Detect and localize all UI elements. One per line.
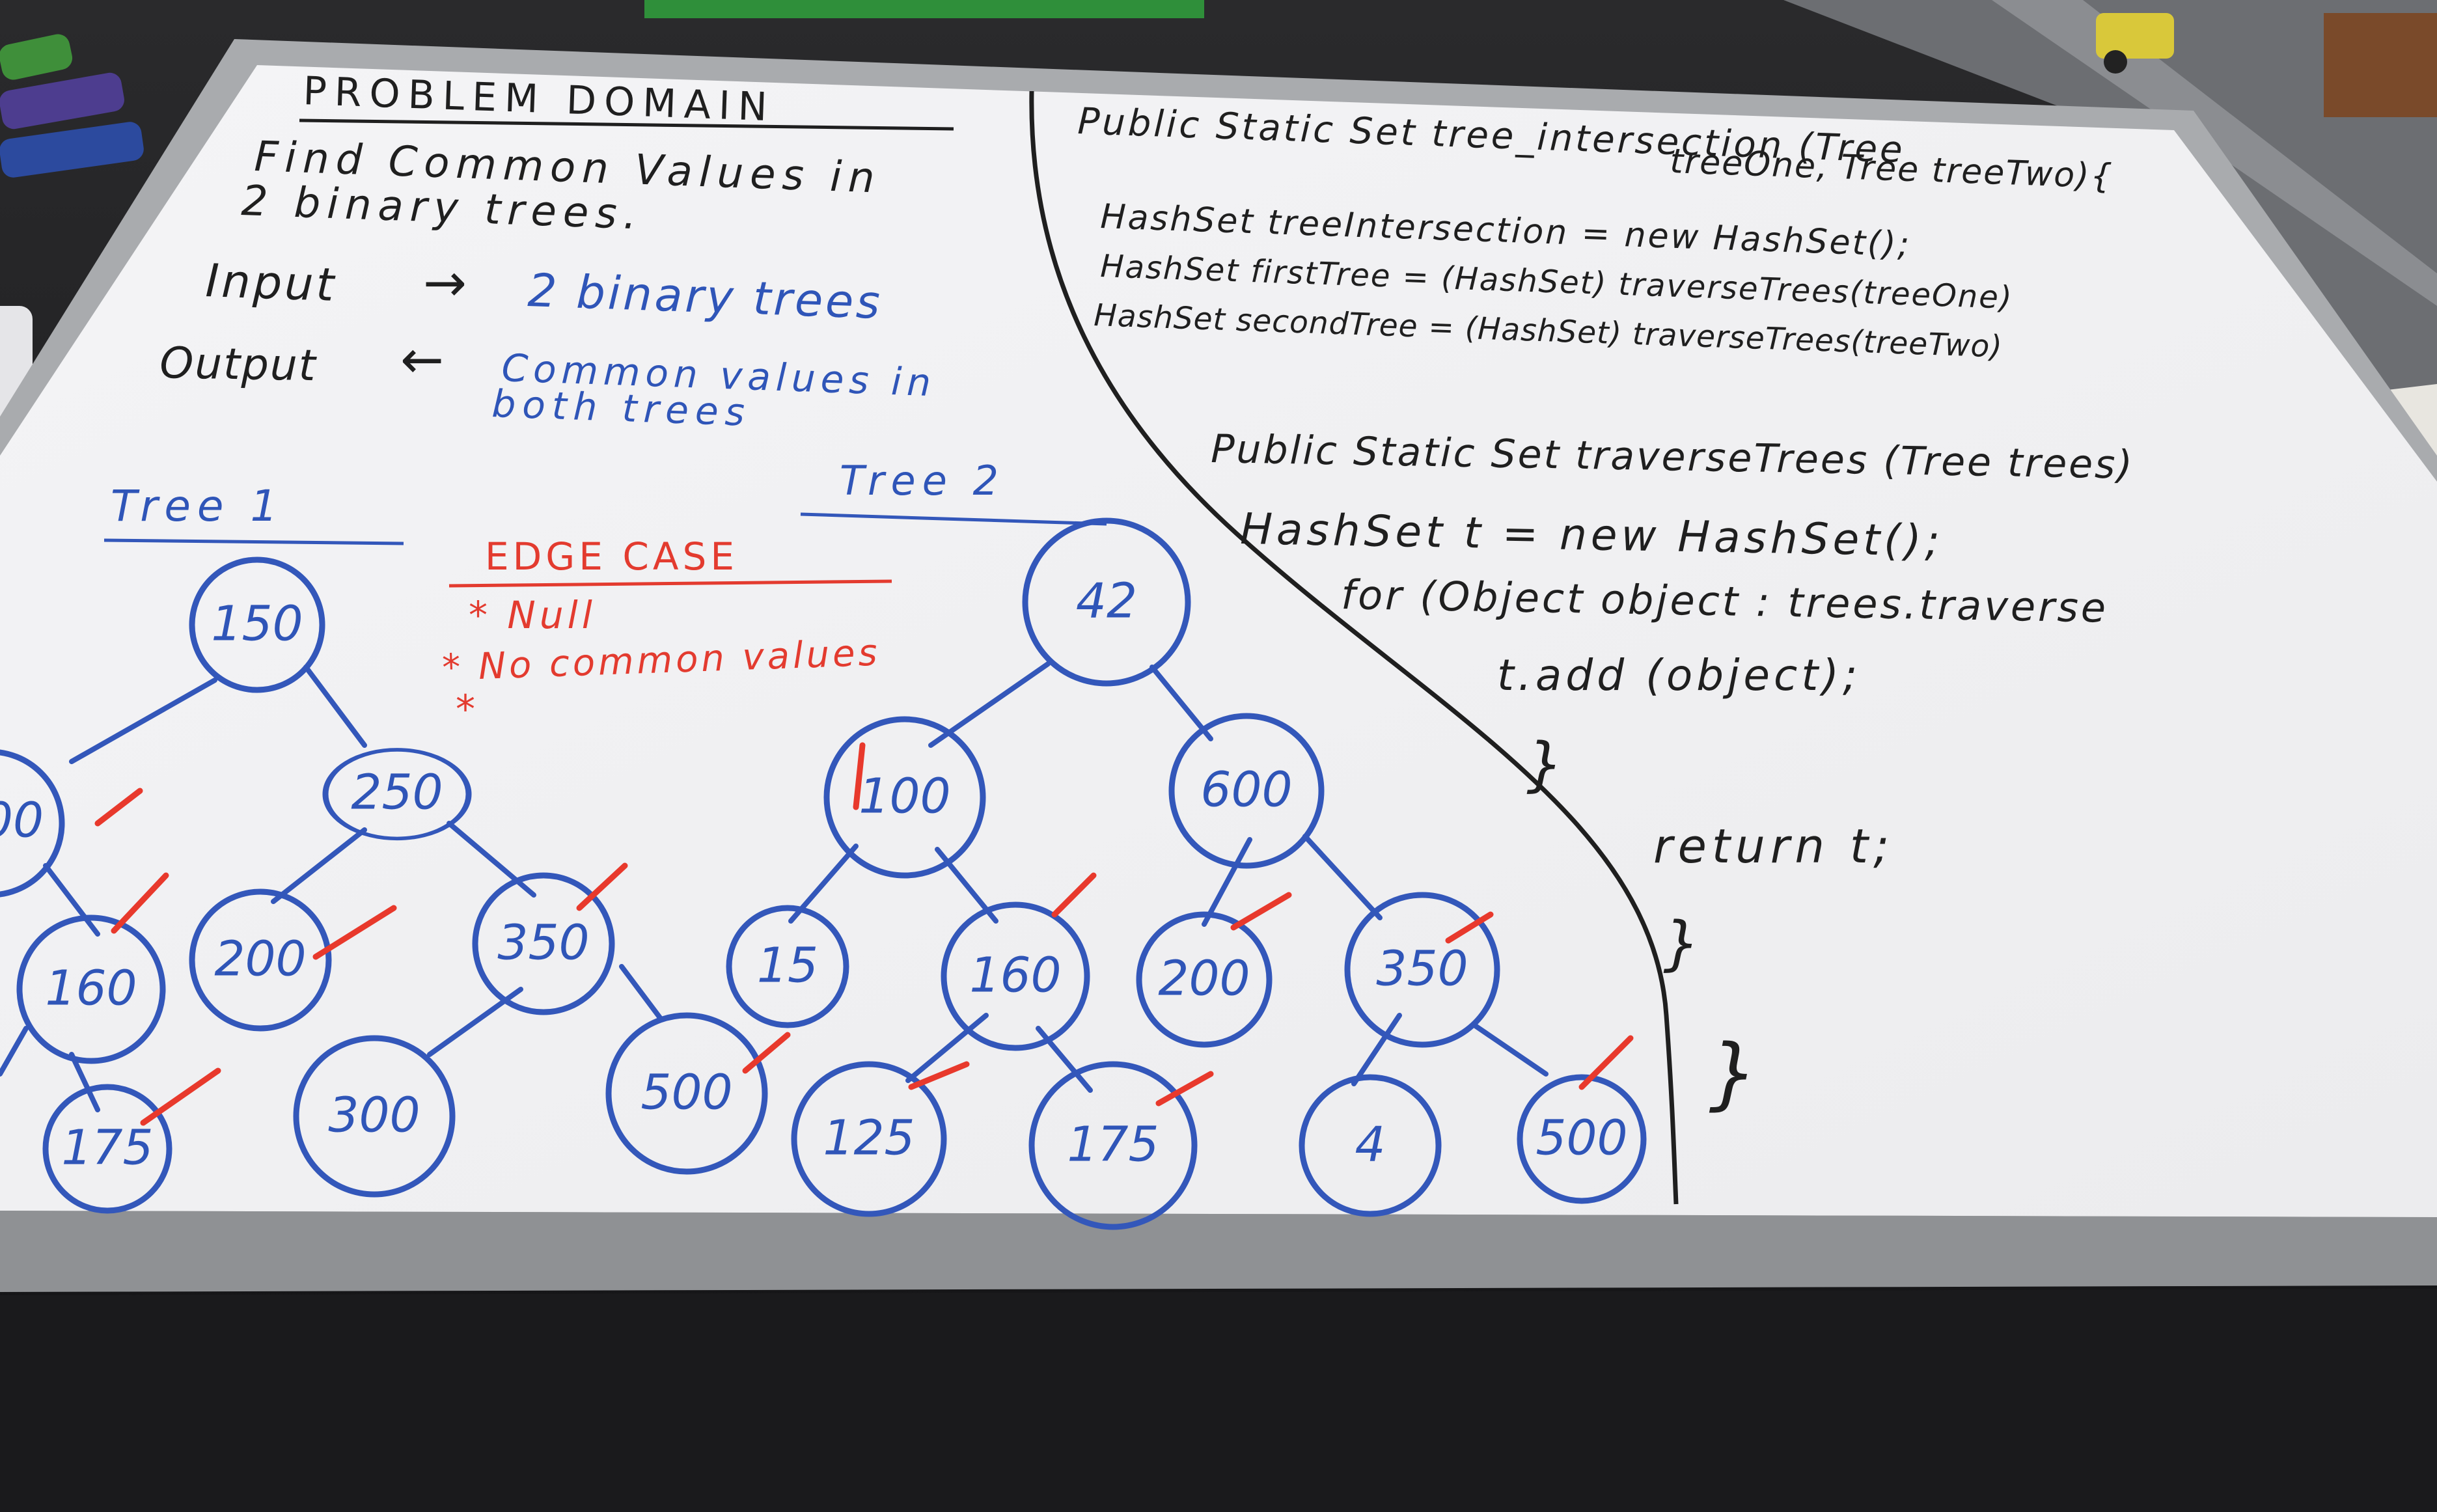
- svg-text:150: 150: [211, 596, 303, 652]
- output-label: Output: [159, 338, 318, 391]
- tree2-node-4: 4: [1299, 1074, 1442, 1217]
- code-line-12: }: [1663, 909, 1700, 978]
- output-arrow: ←: [400, 329, 444, 390]
- lego-wheel: [2104, 50, 2127, 74]
- svg-text:175: 175: [61, 1120, 153, 1176]
- code-line-9: t.add (object);: [1497, 650, 1861, 700]
- lego-car: [2096, 13, 2174, 59]
- svg-text:00: 00: [0, 793, 44, 849]
- tree2-label: Tree 2: [840, 457, 1005, 504]
- marker-purple: [0, 72, 124, 130]
- tree1-edges: [0, 665, 663, 1112]
- input-arrow: →: [423, 253, 467, 313]
- svg-text:350: 350: [497, 915, 589, 971]
- table-edge: [0, 1289, 2437, 1512]
- tree1-node-150: 150: [189, 557, 325, 693]
- code-line-10: }: [1526, 730, 1563, 799]
- svg-text:600: 600: [1200, 762, 1292, 818]
- svg-text:500: 500: [640, 1065, 732, 1121]
- edge-case-item-1: * Null: [469, 593, 596, 637]
- input-value: 2 binary trees: [527, 264, 883, 329]
- tree2-node-200: 200: [1136, 911, 1273, 1048]
- svg-text:175: 175: [1067, 1117, 1159, 1173]
- tree1-label: Tree 1: [111, 481, 284, 531]
- svg-text:15: 15: [757, 938, 818, 994]
- tree2-node-42: 42: [1022, 517, 1191, 687]
- tree2-node-350: 350: [1344, 892, 1500, 1048]
- tree2-label-underline: [800, 512, 1107, 526]
- problem-domain-section: PROBLEM DOMAIN Find Common Values in 2 b…: [159, 68, 954, 435]
- tree2-node-160: 160: [941, 901, 1090, 1051]
- marker-green: [0, 34, 73, 80]
- svg-text:160: 160: [969, 948, 1061, 1004]
- tree1-node-500: 500: [605, 1012, 768, 1175]
- tree1-node-350: 350: [472, 872, 615, 1015]
- input-label: Input: [204, 254, 337, 312]
- code-line-7: HashSet t = new HashSet();: [1240, 504, 1944, 566]
- svg-text:42: 42: [1076, 573, 1137, 629]
- code-line-13: }: [1709, 1028, 1758, 1119]
- code-line-11: return t;: [1653, 819, 1894, 873]
- tree1-node-250: 250: [322, 748, 472, 841]
- tree1-node-175: 175: [42, 1084, 172, 1214]
- tree2-node-100: 100: [823, 716, 986, 879]
- svg-text:200: 200: [1158, 951, 1250, 1007]
- tree2-node-125: 125: [791, 1061, 947, 1217]
- svg-text:100: 100: [859, 769, 950, 825]
- edge-case-heading: EDGE CASE: [485, 534, 738, 579]
- svg-text:4: 4: [1355, 1117, 1385, 1173]
- tree2-node-500: 500: [1517, 1074, 1647, 1204]
- svg-text:250: 250: [351, 765, 443, 821]
- red-check-marks: [94, 742, 1634, 1126]
- edge-case-underline: [448, 579, 892, 588]
- problem-heading-underline: [299, 118, 954, 131]
- tree2-node-600: 600: [1168, 713, 1325, 869]
- svg-text:125: 125: [823, 1110, 915, 1166]
- tree1-label-underline: [103, 538, 404, 545]
- lego-building: [2324, 13, 2437, 117]
- whiteboard-tray: [0, 1211, 2437, 1292]
- tree2-node-15: 15: [726, 905, 849, 1028]
- svg-text:300: 300: [328, 1088, 420, 1144]
- lego-plate-green: [644, 0, 1204, 18]
- tree2-node-175: 175: [1028, 1061, 1198, 1230]
- edge-case-item-3: *: [456, 687, 475, 732]
- tree1-node-00: 00: [0, 749, 65, 898]
- svg-text:500: 500: [1535, 1110, 1627, 1166]
- svg-text:200: 200: [214, 931, 306, 987]
- tree1-node-160: 160: [16, 914, 166, 1064]
- divider-line: [1029, 90, 1679, 1205]
- tree1-node-300: 300: [293, 1035, 456, 1198]
- svg-text:160: 160: [45, 961, 137, 1017]
- svg-text:350: 350: [1376, 941, 1468, 997]
- output-value-2: both trees: [491, 381, 752, 435]
- tree1-node-200: 200: [189, 888, 332, 1032]
- marker-blue: [0, 122, 144, 178]
